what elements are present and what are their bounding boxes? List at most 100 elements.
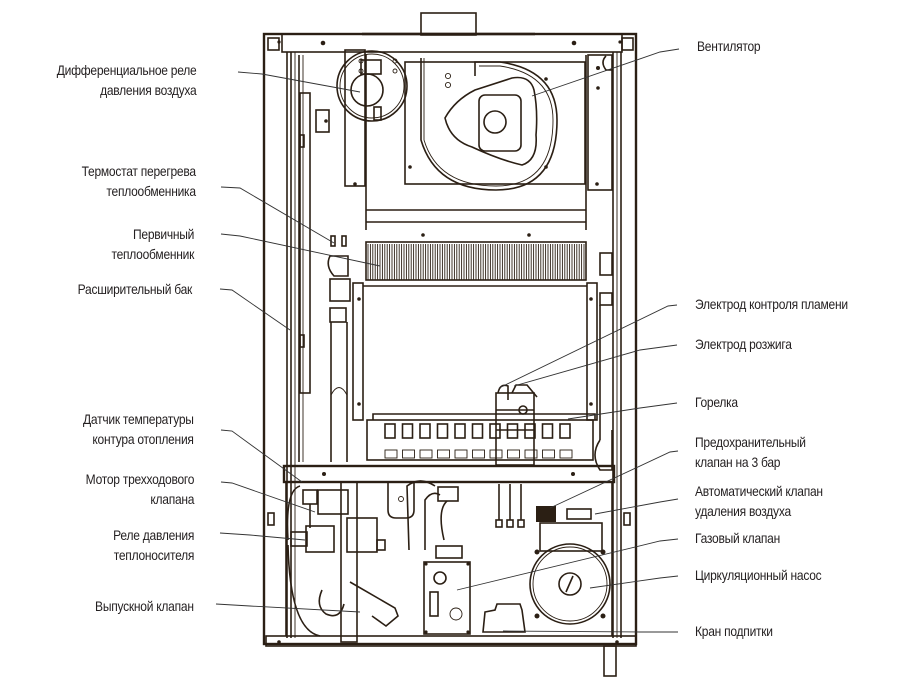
label-line: Электрод розжига — [695, 336, 792, 352]
circulation-pump-shape — [529, 543, 611, 625]
leader-gas-valve — [456, 538, 679, 591]
bracket — [387, 482, 415, 519]
label-safety-valve-3bar: Предохранительный клапан на 3 бар — [695, 432, 806, 472]
leader-makeup-tap — [502, 630, 678, 633]
leader-three-way-valve-motor — [220, 481, 316, 513]
label-line: Первичный — [132, 226, 194, 242]
burner-injector — [524, 449, 538, 459]
label-flame-control-electrode: Электрод контроля пламени — [695, 294, 848, 314]
label-three-way-valve-motor: Мотор трехходового клапана — [85, 469, 194, 509]
heating-return-pipe — [594, 252, 613, 471]
burner-nozzle — [436, 423, 449, 439]
label-line: Газовый клапан — [695, 530, 780, 546]
burner-nozzle — [401, 423, 414, 439]
overheat-thermostat-shape — [327, 235, 349, 277]
burner-nozzle — [524, 423, 536, 439]
burner-shape — [366, 413, 596, 461]
burner-nozzle — [384, 423, 396, 439]
label-line: Реле давления — [113, 527, 194, 543]
diff-pressure-relay-shape — [336, 50, 408, 122]
combustion-chamber — [352, 282, 598, 421]
label-line: Кран подпитки — [695, 623, 773, 639]
burner-nozzle — [471, 423, 484, 439]
burner-nozzle — [489, 423, 501, 439]
label-line: Мотор трехходового — [85, 471, 194, 487]
leader-flame-control-electrode — [498, 304, 678, 389]
label-line: Термостат перегрева — [81, 163, 196, 179]
label-line: клапан на 3 бар — [695, 454, 781, 470]
burner-injector — [437, 449, 450, 459]
label-line: Вентилятор — [697, 38, 761, 54]
heat-exchanger-shape — [365, 241, 587, 281]
burner-nozzle — [559, 423, 571, 439]
leader-lines — [215, 48, 680, 633]
label-line: теплообменника — [106, 183, 197, 199]
label-overheat-thermostat: Термостат перегрева теплообменника — [82, 161, 196, 201]
label-line: Датчик температуры — [83, 411, 194, 427]
outer-casing — [262, 32, 638, 647]
burner-injector — [559, 449, 573, 459]
heating-flow-pipe — [329, 278, 351, 462]
leader-drain-valve — [215, 603, 361, 613]
label-line: клапана — [150, 491, 194, 507]
burner-nozzle — [541, 423, 554, 439]
burner-injector — [507, 449, 520, 459]
leader-circulation-pump — [589, 575, 679, 589]
gas-valve-shape — [406, 480, 471, 635]
label-line: удаления воздуха — [695, 503, 791, 519]
leader-expansion-tank — [219, 288, 291, 331]
three-way-valve-group — [286, 481, 399, 643]
safety-valve-shape — [536, 506, 603, 552]
leader-ignition-electrode — [513, 344, 678, 387]
label-fan: Вентилятор — [697, 36, 761, 56]
label-circulation-pump: Циркуляционный насос — [695, 565, 822, 585]
label-auto-air-vent: Автоматический клапан удаления воздуха — [695, 481, 823, 521]
flue-collar — [420, 12, 477, 36]
leader-fan — [531, 48, 680, 97]
label-line: теплообменник — [111, 246, 194, 262]
burner-nozzle — [419, 423, 431, 439]
burner-injector — [454, 449, 468, 459]
label-heating-temp-sensor: Датчик температуры контура отопления — [83, 409, 194, 449]
label-line: Циркуляционный насос — [695, 567, 822, 583]
label-line: Автоматический клапан — [695, 483, 823, 499]
expansion-tank-shape — [298, 55, 330, 462]
label-coolant-pressure-relay: Реле давления теплоносителя — [113, 525, 194, 565]
label-ignition-electrode: Электрод розжига — [695, 334, 792, 354]
makeup-tap-pipe — [603, 645, 617, 677]
leader-primary-heat-exchanger — [220, 233, 381, 267]
label-line: контура отопления — [92, 431, 195, 447]
burner-injector — [419, 449, 433, 459]
leader-coolant-pressure-relay — [219, 532, 306, 541]
label-line: теплоносителя — [113, 547, 195, 563]
electrode-wires — [495, 484, 525, 528]
leader-heating-temp-sensor — [220, 429, 303, 483]
label-makeup-tap: Кран подпитки — [695, 621, 773, 641]
label-line: Расширительный бак — [77, 281, 193, 297]
label-line: Предохранительный — [695, 434, 806, 450]
burner-nozzle — [506, 423, 519, 439]
burner-injector — [472, 449, 485, 459]
burner-injector — [542, 449, 555, 459]
leader-burner — [567, 402, 678, 420]
leader-auto-air-vent — [594, 498, 679, 515]
label-line: Горелка — [695, 394, 738, 410]
leader-safety-valve-3bar — [549, 450, 679, 509]
label-diff-pressure-relay: Дифференциальное реле давления воздуха — [56, 60, 196, 100]
label-line: давления воздуха — [99, 82, 197, 98]
label-line: Выпускной клапан — [95, 598, 194, 614]
label-expansion-tank: Расширительный бак — [77, 279, 193, 299]
makeup-tap-shape — [482, 603, 526, 633]
fan-shape — [344, 49, 613, 237]
lower-panel — [282, 464, 616, 636]
label-line: Дифференциальное реле — [56, 62, 196, 78]
burner-injector — [402, 449, 415, 459]
label-primary-heat-exchanger: Первичный теплообменник — [111, 224, 194, 264]
label-gas-valve: Газовый клапан — [695, 528, 780, 548]
burner-nozzle — [454, 423, 466, 439]
burner-injector — [384, 449, 398, 459]
label-line: Электрод контроля пламени — [695, 296, 848, 312]
label-burner: Горелка — [695, 392, 738, 412]
leader-overheat-thermostat — [220, 186, 335, 244]
